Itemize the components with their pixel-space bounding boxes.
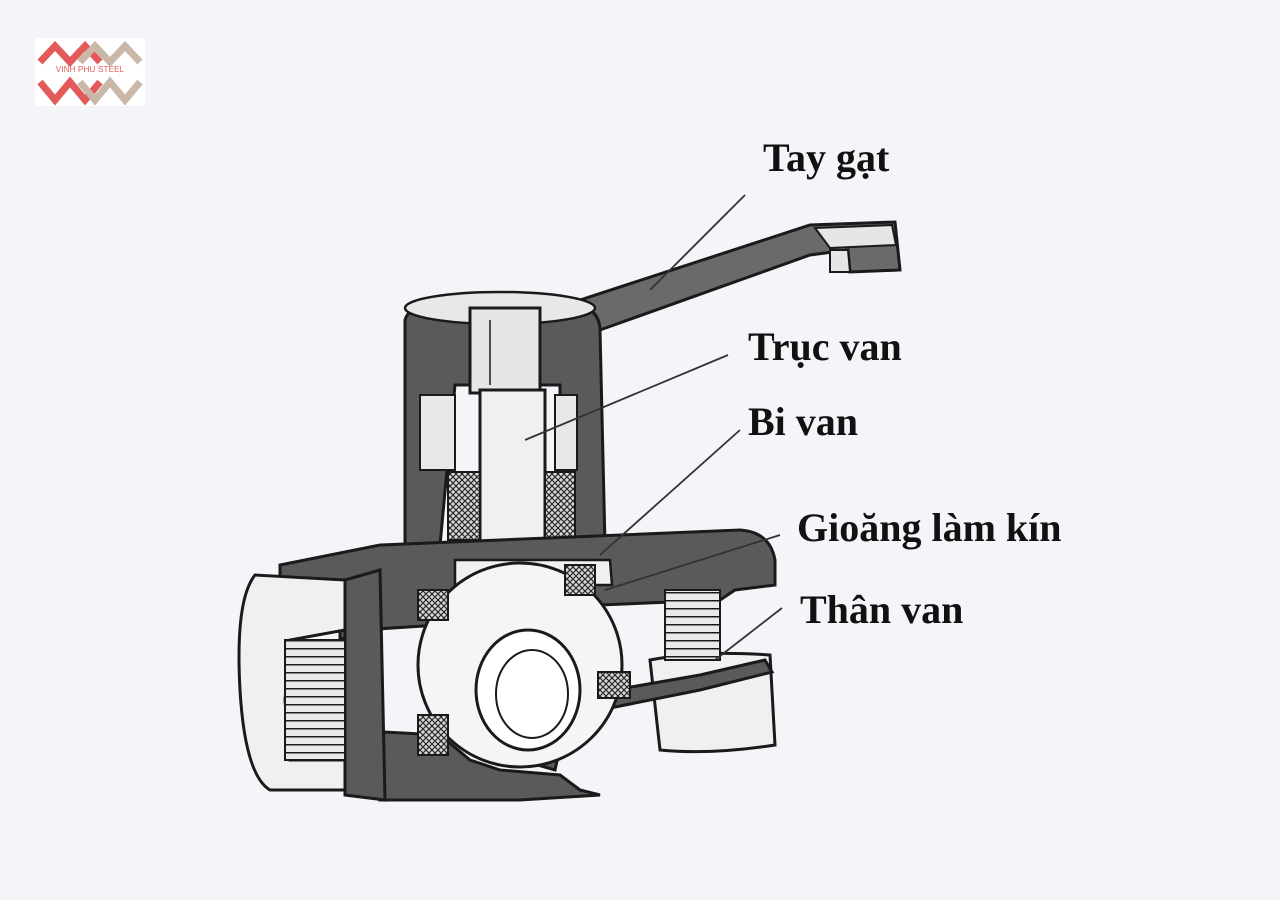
- brand-logo: VINH PHU STEEL: [35, 38, 145, 106]
- label-handle: Tay gạt: [763, 135, 890, 180]
- label-stem: Trục van: [748, 324, 902, 369]
- leader-body: [714, 607, 783, 661]
- leader-handle: [649, 194, 746, 291]
- handle-lever: [537, 220, 902, 342]
- logo-mark-icon: [37, 40, 143, 106]
- logo-text: VINH PHU STEEL: [55, 65, 125, 74]
- stem-packing: [447, 471, 576, 541]
- leader-ball: [599, 429, 741, 556]
- label-ball: Bi van: [748, 399, 859, 444]
- seat-seals: [417, 564, 631, 756]
- leader-seal: [604, 534, 781, 591]
- leader-stem: [524, 354, 729, 441]
- label-seal: Gioăng làm kín: [797, 505, 1062, 550]
- valve-stem: [468, 306, 547, 547]
- label-body: Thân van: [800, 587, 964, 632]
